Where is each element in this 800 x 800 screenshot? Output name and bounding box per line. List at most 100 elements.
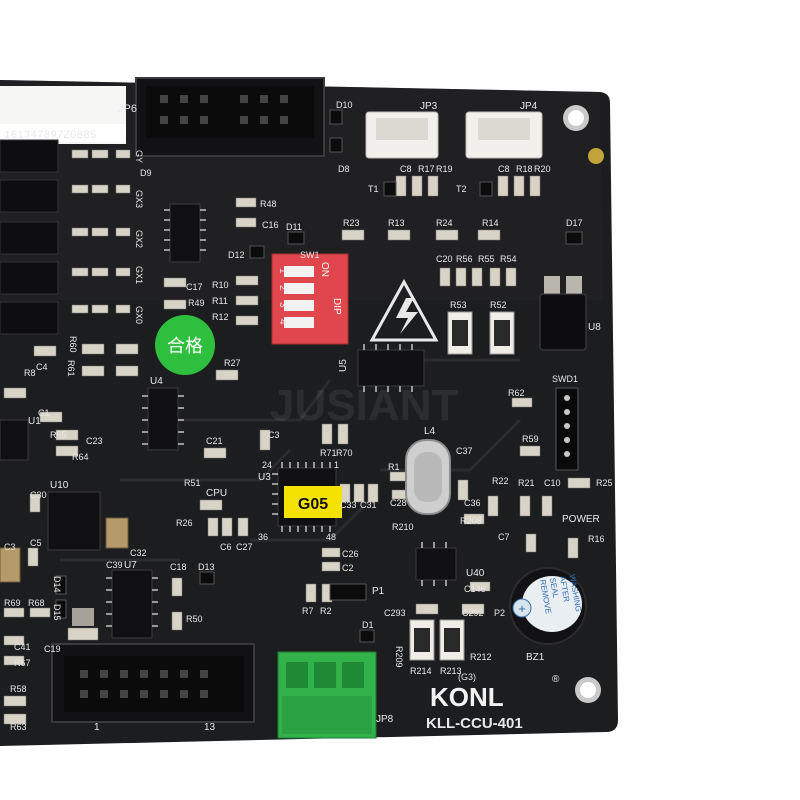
- dip-on-label: ON: [319, 262, 330, 277]
- svg-text:BZ1: BZ1: [526, 652, 545, 663]
- svg-text:R49: R49: [188, 298, 205, 308]
- svg-text:R22: R22: [492, 476, 509, 486]
- svg-text:4: 4: [277, 319, 288, 325]
- svg-text:R27: R27: [224, 358, 241, 368]
- smd-parts: [3, 149, 591, 725]
- svg-text:R213: R213: [440, 666, 462, 676]
- dip-toggle-2: [284, 283, 314, 294]
- svg-text:1: 1: [334, 460, 339, 470]
- buzzer-bz1: +: [509, 567, 587, 645]
- jp4-connector: [465, 111, 543, 159]
- svg-text:C292: C292: [462, 608, 484, 618]
- svg-text:C10: C10: [544, 478, 561, 488]
- svg-text:C23: C23: [86, 436, 103, 446]
- svg-text:C27: C27: [236, 542, 253, 552]
- svg-text:C28: C28: [390, 498, 407, 508]
- connector-labels: JP8 P1 1 13 BZ1: [94, 586, 545, 733]
- svg-text:R209: R209: [394, 646, 404, 668]
- svg-text:R62: R62: [508, 388, 525, 398]
- svg-text:R56: R56: [456, 254, 473, 264]
- svg-text:U1: U1: [28, 416, 41, 427]
- svg-text:1: 1: [277, 268, 288, 274]
- svg-text:R7: R7: [302, 606, 314, 616]
- svg-text:36: 36: [258, 532, 268, 542]
- svg-text:R64: R64: [72, 452, 89, 462]
- svg-text:C18: C18: [170, 562, 187, 572]
- svg-text:C26: C26: [342, 549, 359, 559]
- svg-text:C5: C5: [30, 538, 42, 548]
- svg-text:C37: C37: [456, 446, 473, 456]
- svg-text:C146: C146: [464, 584, 486, 594]
- svg-text:SEAL: SEAL: [548, 577, 561, 599]
- svg-text:C39: C39: [106, 560, 123, 570]
- cpu-label: CPU: [206, 488, 227, 499]
- p1-header: [329, 583, 367, 601]
- svg-text:D15: D15: [52, 604, 62, 621]
- svg-text:R50: R50: [186, 614, 203, 624]
- svg-text:R23: R23: [343, 218, 360, 228]
- svg-text:24: 24: [262, 460, 272, 470]
- svg-text:C16: C16: [262, 220, 279, 230]
- brand-logo: KONL ®: [430, 674, 560, 712]
- jp4-label: JP4: [520, 101, 538, 112]
- svg-text:R20: R20: [534, 164, 551, 174]
- svg-text:R210: R210: [392, 522, 414, 532]
- svg-text:P1: P1: [372, 586, 385, 597]
- svg-text:D1: D1: [362, 620, 374, 630]
- svg-text:R52: R52: [490, 300, 507, 310]
- svg-text:C20: C20: [436, 254, 453, 264]
- svg-text:U7: U7: [124, 560, 137, 571]
- svg-text:R65: R65: [50, 430, 67, 440]
- svg-text:2: 2: [277, 285, 288, 291]
- svg-text:R69: R69: [4, 598, 21, 608]
- svg-text:C3: C3: [4, 542, 16, 552]
- svg-text:D9: D9: [140, 168, 152, 178]
- svg-text:T1: T1: [368, 184, 379, 194]
- svg-text:C293: C293: [384, 608, 406, 618]
- svg-text:R214: R214: [410, 666, 432, 676]
- jp8-terminal-block: [277, 651, 377, 739]
- svg-text:G05: G05: [298, 496, 328, 513]
- driver-ics-left: [0, 139, 59, 335]
- svg-text:R71: R71: [320, 448, 337, 458]
- svg-text:U4: U4: [150, 376, 163, 387]
- jp3-connector: [365, 111, 439, 159]
- svg-text:R208: R208: [460, 516, 482, 526]
- dip-position-numbers: 1 2 3 4: [277, 268, 288, 325]
- svg-text:R19: R19: [436, 164, 453, 174]
- svg-text:GX3: GX3: [134, 190, 144, 208]
- svg-text:T2: T2: [456, 184, 467, 194]
- svg-text:R53: R53: [450, 300, 467, 310]
- svg-text:R54: R54: [500, 254, 517, 264]
- silkscreen-designators: D10 D8 D9 R48 C16 D11 D12 R23 R13 R24 R1…: [4, 100, 613, 732]
- svg-text:R63: R63: [10, 722, 27, 732]
- svg-text:U8: U8: [588, 322, 601, 333]
- svg-text:C31: C31: [360, 500, 377, 510]
- u5-ic: [357, 349, 425, 387]
- dip-dip-label: DIP: [331, 298, 342, 315]
- brand-logo-text: KONL: [430, 682, 504, 712]
- serial-number: 161347897Z0885: [4, 130, 96, 142]
- svg-text:R17: R17: [418, 164, 435, 174]
- svg-text:R16: R16: [588, 534, 605, 544]
- u4-ic: [147, 387, 179, 451]
- svg-text:R14: R14: [482, 218, 499, 228]
- svg-text:C4: C4: [36, 362, 48, 372]
- svg-text:C2: C2: [342, 563, 354, 573]
- crystal-l4: [405, 439, 451, 515]
- chip-sticker-g05: G05: [284, 486, 342, 518]
- svg-text:C8: C8: [400, 164, 412, 174]
- u8-regulator: [539, 276, 587, 351]
- power-resistors: [409, 311, 515, 661]
- u10-ic: [47, 491, 101, 551]
- test-pad: [588, 148, 604, 164]
- svg-text:R18: R18: [516, 164, 533, 174]
- svg-text:R70: R70: [336, 448, 353, 458]
- dip-toggle-1: [284, 266, 314, 277]
- serial-label: 161347897Z0885: [0, 86, 126, 144]
- svg-text:C19: C19: [44, 644, 61, 654]
- svg-text:U3: U3: [258, 472, 271, 483]
- svg-text:C32: C32: [130, 548, 147, 558]
- silkscreen-rotated: R209 R60 R61 D14 D15 GX3 GX2 GX1 GX0 GY: [52, 150, 404, 668]
